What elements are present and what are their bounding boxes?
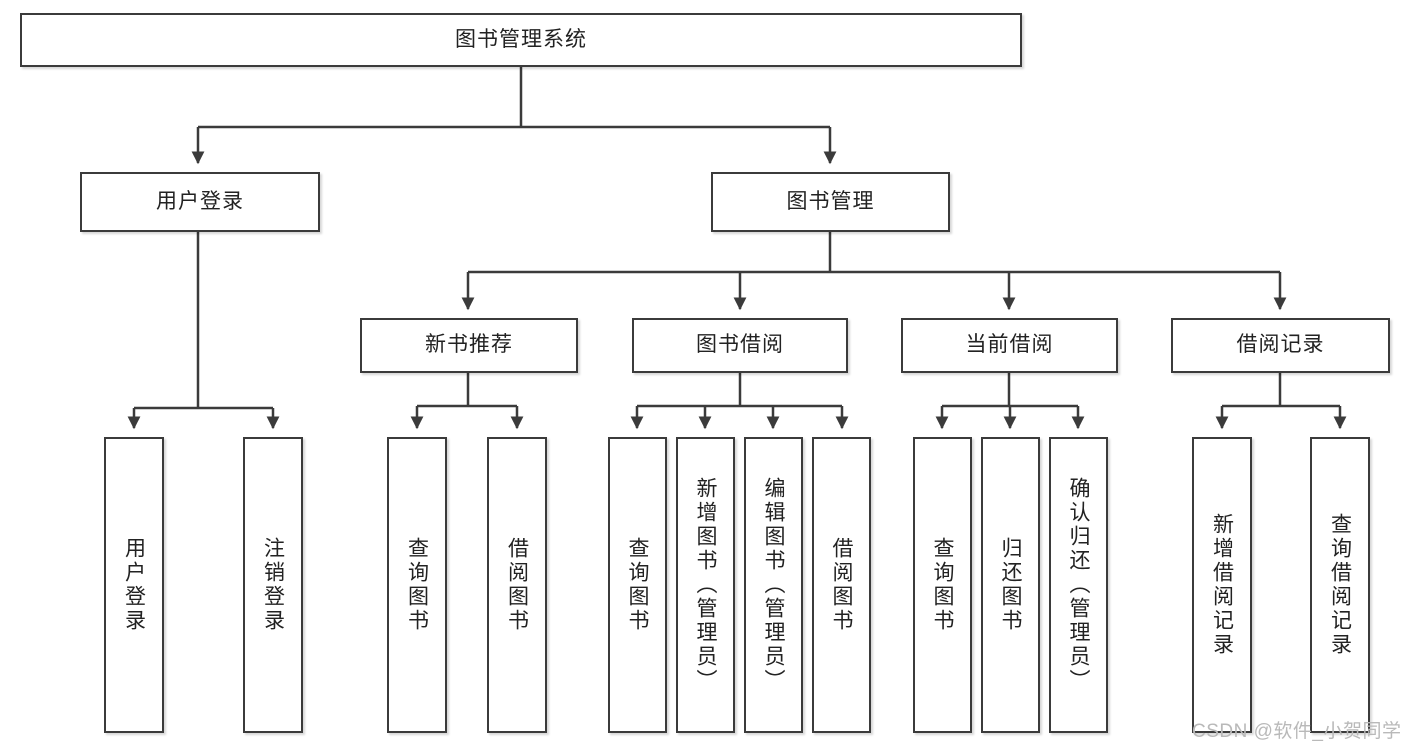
leaf-book-borrow-1-label: 查询图书 bbox=[626, 537, 649, 633]
leaf-book-borrow-2[interactable]: 新增图书（管理员） bbox=[676, 437, 735, 733]
leaf-new-book-2-label: 借阅图书 bbox=[505, 537, 529, 633]
leaf-borrow-record-1-label: 新增借阅记录 bbox=[1210, 513, 1234, 657]
leaf-book-borrow-2-label: 新增图书（管理员） bbox=[694, 477, 717, 693]
leaf-new-book-1-label: 查询图书 bbox=[405, 537, 429, 633]
node-root-label: 图书管理系统 bbox=[455, 27, 587, 51]
leaf-borrow-record-2[interactable]: 查询借阅记录 bbox=[1310, 437, 1370, 733]
node-current-borrow-label: 当前借阅 bbox=[965, 333, 1054, 357]
leaf-current-borrow-3[interactable]: 确认归还（管理员） bbox=[1049, 437, 1108, 733]
leaf-user-login-1[interactable]: 用户登录 bbox=[104, 437, 164, 733]
node-book-management[interactable]: 图书管理 bbox=[711, 172, 950, 232]
leaf-current-borrow-1[interactable]: 查询图书 bbox=[913, 437, 972, 733]
leaf-new-book-2[interactable]: 借阅图书 bbox=[487, 437, 547, 733]
node-borrow-record[interactable]: 借阅记录 bbox=[1171, 318, 1390, 373]
leaf-book-borrow-1[interactable]: 查询图书 bbox=[608, 437, 667, 733]
node-new-book-recommend[interactable]: 新书推荐 bbox=[360, 318, 578, 373]
node-book-borrow[interactable]: 图书借阅 bbox=[632, 318, 848, 373]
node-user-login-label: 用户登录 bbox=[156, 189, 244, 213]
leaf-new-book-1[interactable]: 查询图书 bbox=[387, 437, 447, 733]
leaf-current-borrow-1-label: 查询图书 bbox=[931, 537, 954, 633]
leaf-book-borrow-3-label: 编辑图书（管理员） bbox=[762, 477, 785, 693]
leaf-current-borrow-2[interactable]: 归还图书 bbox=[981, 437, 1040, 733]
node-root[interactable]: 图书管理系统 bbox=[20, 13, 1022, 67]
leaf-book-borrow-4-label: 借阅图书 bbox=[830, 537, 853, 633]
leaf-user-login-1-label: 用户登录 bbox=[122, 537, 146, 633]
leaf-book-borrow-4[interactable]: 借阅图书 bbox=[812, 437, 871, 733]
leaf-current-borrow-3-label: 确认归还（管理员） bbox=[1067, 477, 1090, 693]
node-book-borrow-label: 图书借阅 bbox=[696, 333, 784, 357]
node-borrow-record-label: 借阅记录 bbox=[1236, 333, 1325, 357]
leaf-borrow-record-2-label: 查询借阅记录 bbox=[1328, 513, 1352, 657]
leaf-borrow-record-1[interactable]: 新增借阅记录 bbox=[1192, 437, 1252, 733]
leaf-book-borrow-3[interactable]: 编辑图书（管理员） bbox=[744, 437, 803, 733]
node-book-management-label: 图书管理 bbox=[786, 189, 875, 213]
leaf-user-login-2-label: 注销登录 bbox=[261, 537, 285, 633]
leaf-user-login-2[interactable]: 注销登录 bbox=[243, 437, 303, 733]
node-new-book-recommend-label: 新书推荐 bbox=[425, 333, 513, 357]
node-current-borrow[interactable]: 当前借阅 bbox=[901, 318, 1118, 373]
leaf-current-borrow-2-label: 归还图书 bbox=[999, 537, 1022, 633]
node-user-login[interactable]: 用户登录 bbox=[80, 172, 320, 232]
